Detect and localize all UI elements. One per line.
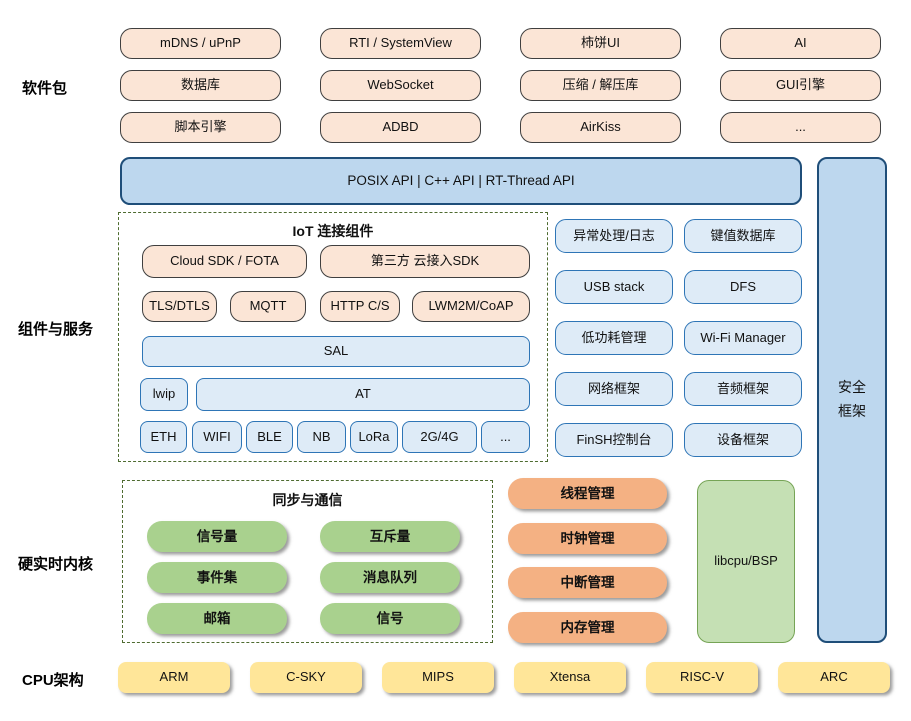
cpu-c-sky: C-SKY [250,662,362,693]
svc-wifi-manager: Wi-Fi Manager [684,321,802,355]
iot-lwm2m-coap: LWM2M/CoAP [412,291,530,322]
pkg-database: 数据库 [120,70,281,101]
iot-group-border [118,212,548,462]
svc-network-framework: 网络框架 [555,372,673,406]
kernel-thread-mgmt: 线程管理 [508,478,667,509]
kernel-semaphore: 信号量 [147,521,287,552]
kernel-memory-mgmt: 内存管理 [508,612,667,643]
cpu-mips: MIPS [382,662,494,693]
sync-comm-group-title: 同步与通信 [272,492,343,508]
pkg-gui-engine: GUI引擎 [720,70,881,101]
pkg-rti-systemview: RTI / SystemView [320,28,481,59]
iot-phy-nb: NB [297,421,346,453]
kernel-event-set: 事件集 [147,562,287,593]
pkg-persimmon-ui: 柿饼UI [520,28,681,59]
iot-thirdparty-cloud-sdk: 第三方 云接入SDK [320,245,530,278]
section-label-cpu-arch: CPU架构 [22,672,84,689]
cpu-xtensa: Xtensa [514,662,626,693]
iot-phy-ble: BLE [246,421,293,453]
cpu-arm: ARM [118,662,230,693]
pkg-ai: AI [720,28,881,59]
iot-phy-eth: ETH [140,421,187,453]
svc-kv-database: 键值数据库 [684,219,802,253]
iot-sal: SAL [142,336,530,367]
svc-audio-framework: 音频框架 [684,372,802,406]
security-framework-line2: 框架 [838,403,866,419]
security-framework-line1: 安全 [838,379,866,396]
svc-dfs: DFS [684,270,802,304]
kernel-signal: 信号 [320,603,460,634]
iot-tls-dtls: TLS/DTLS [142,291,217,322]
iot-phy-wifi: WIFI [192,421,242,453]
svc-low-power-mgmt: 低功耗管理 [555,321,673,355]
svc-device-framework: 设备框架 [684,423,802,457]
section-label-software-packages: 软件包 [22,80,68,97]
iot-at: AT [196,378,530,411]
security-framework-bar: 安全 框架 [817,157,887,643]
iot-mqtt: MQTT [230,291,306,322]
svc-exception-log: 异常处理/日志 [555,219,673,253]
iot-phy-lora: LoRa [350,421,398,453]
section-label-kernel: 硬实时内核 [18,556,94,573]
pkg-script-engine: 脚本引擎 [120,112,281,143]
iot-phy-2g4g: 2G/4G [402,421,477,453]
libcpu-bsp: libcpu/BSP [697,480,795,643]
pkg-mdns-upnp: mDNS / uPnP [120,28,281,59]
pkg-compression: 压缩 / 解压库 [520,70,681,101]
iot-lwip: lwip [140,378,188,411]
kernel-mutex: 互斥量 [320,521,460,552]
api-bar: POSIX API | C++ API | RT-Thread API [120,157,802,205]
sync-comm-group-border [122,480,493,643]
section-label-components-services: 组件与服务 [18,321,94,338]
kernel-message-queue: 消息队列 [320,562,460,593]
pkg-airkiss: AirKiss [520,112,681,143]
iot-http-cs: HTTP C/S [320,291,400,322]
kernel-mailbox: 邮箱 [147,603,287,634]
pkg-websocket: WebSocket [320,70,481,101]
iot-group-title: IoT 连接组件 [292,223,374,239]
pkg-more: ... [720,112,881,143]
cpu-arc: ARC [778,662,890,693]
iot-cloud-sdk-fota: Cloud SDK / FOTA [142,245,307,278]
pkg-adbd: ADBD [320,112,481,143]
svc-finsh-console: FinSH控制台 [555,423,673,457]
cpu-risc-v: RISC-V [646,662,758,693]
iot-phy-more: ... [481,421,530,453]
svc-usb-stack: USB stack [555,270,673,304]
kernel-clock-mgmt: 时钟管理 [508,523,667,554]
kernel-interrupt-mgmt: 中断管理 [508,567,667,598]
